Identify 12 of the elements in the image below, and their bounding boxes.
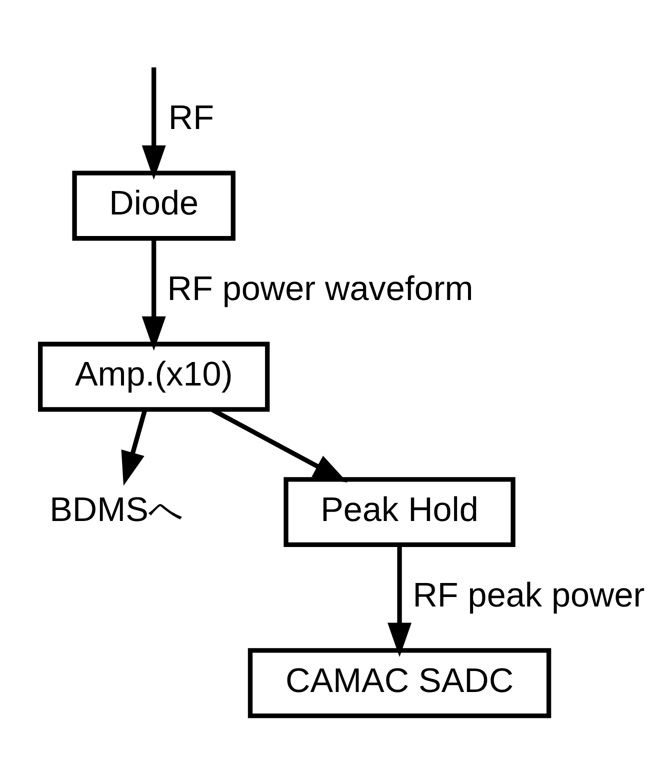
node-box: Peak Hold	[284, 477, 516, 548]
arrow	[388, 544, 412, 658]
node-text: BDMSへ	[50, 490, 184, 529]
edge-label: RF power waveform	[167, 270, 474, 308]
node-box: CAMAC SADC	[248, 648, 552, 718]
edge-label: RF	[168, 98, 214, 137]
edge-label: RF peak power	[412, 576, 645, 614]
arrow	[121, 409, 148, 486]
arrow	[142, 67, 166, 180]
arrow	[142, 238, 166, 351]
node-box: Amp.(x10)	[38, 342, 270, 412]
node-box: Diode	[72, 170, 236, 241]
